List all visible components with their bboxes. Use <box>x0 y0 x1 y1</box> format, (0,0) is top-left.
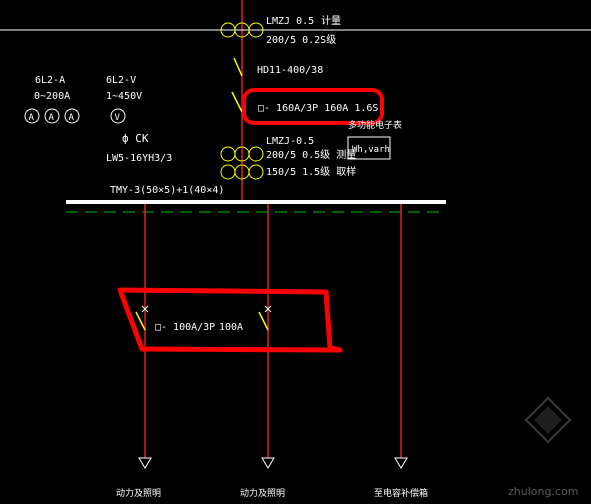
ct2-model-label: LMZJ-0.5 <box>266 136 314 147</box>
svg-text:A: A <box>49 113 55 123</box>
measuring-ct-symbol <box>220 146 264 180</box>
voltmeter-range: 1~450V <box>106 91 142 102</box>
ammeter-label: 6L2-A <box>35 75 65 86</box>
watermark-text: zhulong.com <box>508 485 578 498</box>
main-breaker-spec: □- 160A/3P 160A 1.6S <box>258 103 378 114</box>
svg-text:A: A <box>69 113 75 123</box>
ct2-line1: 200/5 0.5级 测量 <box>266 148 356 161</box>
ammeter-symbols: A A A <box>24 108 80 124</box>
ct2-line2: 150/5 1.5级 取样 <box>266 165 356 178</box>
branch-breaker-setting: 100A <box>219 322 243 333</box>
meter-box <box>347 136 391 160</box>
feeder-1-label: 动力及照明 <box>116 487 161 499</box>
feeder-wires <box>144 204 402 458</box>
svg-text:A: A <box>29 113 35 123</box>
feeder-terminals <box>138 457 408 469</box>
isolator-model-label: HD11-400/38 <box>257 65 323 76</box>
watermark-logo <box>524 396 572 444</box>
isolator-blade <box>233 57 243 77</box>
branch-breaker-highlight <box>117 287 343 353</box>
ct-model-label: LMZJ 0.5 <box>266 16 314 27</box>
meter-box-label: Wh,varh <box>352 145 390 155</box>
branch-breaker-spec: □- 100A/3P <box>155 322 215 333</box>
svg-text:V: V <box>115 113 121 123</box>
ammeter-range: 0~200A <box>34 91 70 102</box>
main-breaker-highlight <box>242 88 384 125</box>
voltmeter-symbol: V <box>110 108 126 124</box>
ct-ratio-label: 200/5 0.2S级 <box>266 34 336 46</box>
selector-switch-symbol: ф CK <box>122 132 149 145</box>
breaker-x-marks <box>141 305 272 313</box>
selector-switch-model: LW5-16YH3/3 <box>106 153 172 164</box>
main-breaker-blade <box>231 91 243 113</box>
branch-breaker-symbols <box>135 311 269 331</box>
voltmeter-label: 6L2-V <box>106 75 136 86</box>
feeder-2-label: 动力及照明 <box>240 487 285 499</box>
feeder-3-label: 至电容补偿箱 <box>374 487 428 499</box>
meter-label: 多功能电子表 <box>348 119 402 131</box>
busbar-label: TMY-3(50×5)+1(40×4) <box>110 185 224 196</box>
ct-purpose-label: 计量 <box>321 14 341 27</box>
metering-ct-symbol <box>220 22 264 38</box>
